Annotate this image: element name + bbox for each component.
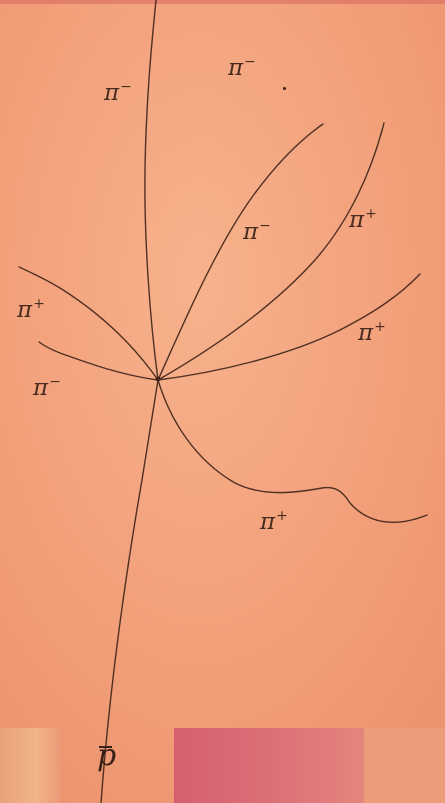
track-upper-right-2	[157, 122, 385, 381]
label-bottom-track: π+	[260, 508, 288, 535]
stray-mark	[283, 87, 286, 90]
label-left-upper: π+	[17, 296, 45, 323]
label-right-lower: π+	[358, 319, 386, 346]
track-left-lower	[38, 341, 159, 381]
track-upper-right-1	[157, 123, 324, 381]
label-mid-right: π+	[349, 206, 377, 233]
track-up	[144, 0, 159, 381]
interaction-vertex	[155, 376, 161, 382]
label-incoming-antiproton: p	[97, 738, 117, 773]
track-left-upper	[18, 266, 159, 381]
incoming-track	[100, 379, 159, 803]
track-bottom	[157, 379, 428, 523]
bottom-pink-patch	[174, 728, 364, 803]
label-left-lower: π−	[33, 374, 61, 401]
overbar	[99, 746, 112, 748]
label-mid-center: π−	[243, 218, 271, 245]
track-right	[157, 273, 421, 381]
bottom-left-patch	[0, 728, 60, 803]
label-top-right: π−	[228, 54, 256, 81]
label-top-left: π−	[104, 79, 132, 106]
